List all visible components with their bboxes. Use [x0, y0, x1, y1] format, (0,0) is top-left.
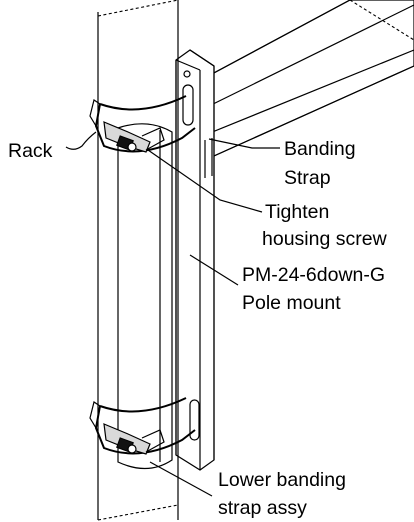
label-pole-mount-2: Pole mount: [242, 292, 341, 314]
label-lower-strap-2: strap assy: [218, 497, 307, 519]
label-tighten-1: Tighten: [265, 201, 329, 223]
housing-cylinder: [117, 123, 173, 470]
leader-lines: [65, 131, 280, 497]
lower-banding-strap: [89, 397, 196, 455]
label-banding-strap-2: Strap: [284, 167, 331, 189]
pole-mount-bracket: [175, 49, 215, 471]
label-rack: Rack: [8, 140, 53, 162]
label-pole-mount-1: PM-24-6down-G: [242, 264, 385, 286]
bracket-arm: [196, 0, 414, 161]
label-tighten-2: housing screw: [262, 228, 388, 250]
label-banding-strap-1: Banding: [284, 138, 356, 160]
label-lower-strap-1: Lower banding: [218, 469, 346, 491]
upper-banding-strap: [89, 95, 196, 153]
